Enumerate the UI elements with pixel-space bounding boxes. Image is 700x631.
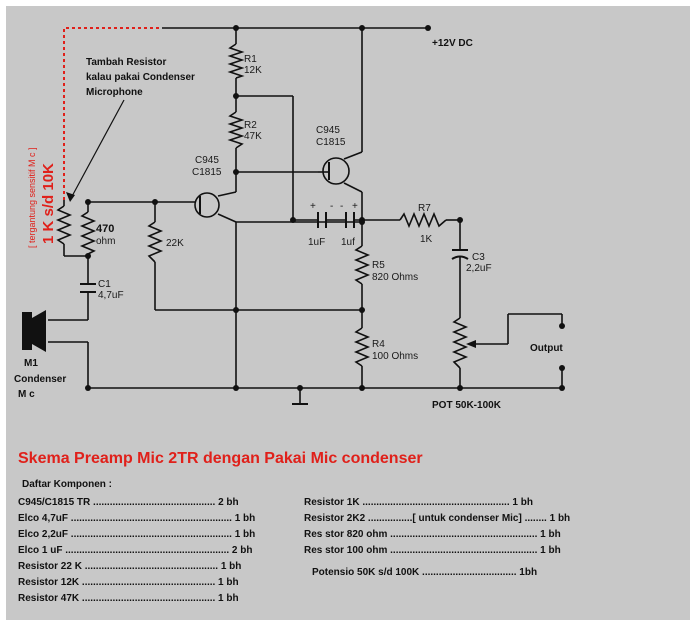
r1-value: 12K — [244, 65, 262, 76]
pot-label: POT 50K-100K — [432, 400, 502, 411]
pot-wiper-arrow — [466, 340, 476, 348]
junction-dot — [359, 219, 365, 225]
red-note-big: 1 K s/d 10K — [40, 163, 57, 244]
junction-dot — [85, 253, 91, 259]
c1-name: C1 — [98, 279, 111, 290]
transistor-q2 — [322, 157, 350, 185]
mic-line3: M c — [18, 389, 35, 400]
resistor-r1 — [227, 43, 245, 79]
resistor-r5 — [353, 245, 371, 285]
r5-value: 820 Ohms — [372, 272, 418, 283]
note-arrowhead — [66, 192, 75, 202]
c3-name: C3 — [472, 252, 485, 263]
r2-value: 47K — [244, 131, 262, 142]
c1uf-b-value: 1uf — [341, 237, 355, 248]
parts-right-item: Resistor 1K ............................… — [304, 497, 533, 508]
junction-dot — [85, 385, 91, 391]
red-dashed-line — [63, 27, 162, 200]
r2-name: R2 — [244, 120, 257, 131]
q1-value: C1815 — [192, 167, 222, 178]
resistor-470 — [79, 211, 97, 255]
terminal-dot — [559, 385, 565, 391]
junction-dot — [290, 217, 296, 223]
junction-dot — [359, 307, 365, 313]
parts-left-item: Elco 2,2uF .............................… — [18, 529, 255, 540]
r7-value: 1K — [420, 234, 433, 245]
r7-name: R7 — [418, 203, 431, 214]
junction-dot — [233, 307, 239, 313]
resistor-r4 — [353, 327, 371, 367]
resistor-r7 — [399, 211, 447, 229]
parts-left-item: Resistor 47K ...........................… — [18, 593, 239, 604]
parts-right-item: Res stor 100 ohm .......................… — [304, 545, 561, 556]
cap-c3-plate — [451, 255, 469, 260]
junction-dot — [457, 385, 463, 391]
mic-icon — [32, 310, 46, 352]
junction-dot — [359, 385, 365, 391]
parts-left-item: Elco 1 uF ..............................… — [18, 545, 253, 556]
junction-dot — [457, 217, 463, 223]
q2-value: C1815 — [316, 137, 346, 148]
resistor-extra — [55, 205, 73, 245]
junction-dot — [359, 25, 365, 31]
note-line3: Microphone — [86, 87, 143, 98]
terminal-dot — [559, 323, 565, 329]
mic-body — [22, 312, 32, 350]
wire — [217, 191, 237, 197]
mic-line2: Condenser — [14, 374, 66, 385]
r5-name: R5 — [372, 260, 385, 271]
q2-name: C945 — [316, 125, 340, 136]
plus-sign: + — [352, 201, 358, 212]
q1-name: C945 — [195, 155, 219, 166]
r470-unit: ohm — [96, 236, 115, 247]
wire — [343, 182, 363, 193]
note-arrow — [69, 99, 125, 201]
potentiometer — [451, 317, 469, 369]
supply-label: +12V DC — [432, 38, 473, 49]
parts-right-item: Res stor 820 ohm .......................… — [304, 529, 561, 540]
resistor-r2 — [227, 111, 245, 149]
terminal-dot — [559, 365, 565, 371]
c1-value: 4,7uF — [98, 290, 124, 301]
r4-value: 100 Ohms — [372, 351, 418, 362]
junction-dot — [233, 385, 239, 391]
output-label: Output — [530, 343, 563, 354]
minus-sign: - — [340, 201, 343, 212]
note-line1: Tambah Resistor — [86, 57, 166, 68]
junction-dot — [297, 385, 303, 391]
page-title: Skema Preamp Mic 2TR dengan Pakai Mic co… — [18, 450, 423, 467]
parts-left-item: Resistor 22 K ..........................… — [18, 561, 241, 572]
parts-right-item: Potensio 50K s/d 100K ..................… — [312, 567, 537, 578]
junction-dot — [152, 199, 158, 205]
c1uf-a-value: 1uF — [308, 237, 325, 248]
wire — [217, 213, 237, 223]
r4-name: R4 — [372, 339, 385, 350]
c3-value: 2,2uF — [466, 263, 492, 274]
transistor-q1 — [194, 192, 220, 218]
parts-right-item: Resistor 2K2 ................[ untuk con… — [304, 513, 570, 524]
r470-value: 470 — [96, 223, 114, 235]
wire — [343, 151, 363, 160]
schematic-board: + - - + +12V DC — [6, 6, 690, 620]
r1-name: R1 — [244, 54, 257, 65]
parts-heading: Daftar Komponen : — [22, 479, 112, 490]
plus-sign: + — [310, 201, 316, 212]
junction-dot — [233, 25, 239, 31]
parts-left-item: Resistor 12K ...........................… — [18, 577, 239, 588]
parts-left-item: C945/C1815 TR ..........................… — [18, 497, 239, 508]
parts-left-item: Elco 4,7uF .............................… — [18, 513, 255, 524]
red-note-small: [ tergantung sensitif M c ] — [27, 147, 37, 248]
junction-dot — [85, 199, 91, 205]
minus-sign: - — [330, 201, 333, 212]
note-line2: kalau pakai Condenser — [86, 72, 195, 83]
r22k-value: 22K — [166, 238, 184, 249]
junction-dot — [233, 93, 239, 99]
junction-dot — [233, 169, 239, 175]
resistor-22k — [146, 221, 164, 263]
circuit-diagram: + - - + +12V DC — [14, 25, 570, 604]
mic-line1: M1 — [24, 358, 38, 369]
terminal-dot — [425, 25, 431, 31]
